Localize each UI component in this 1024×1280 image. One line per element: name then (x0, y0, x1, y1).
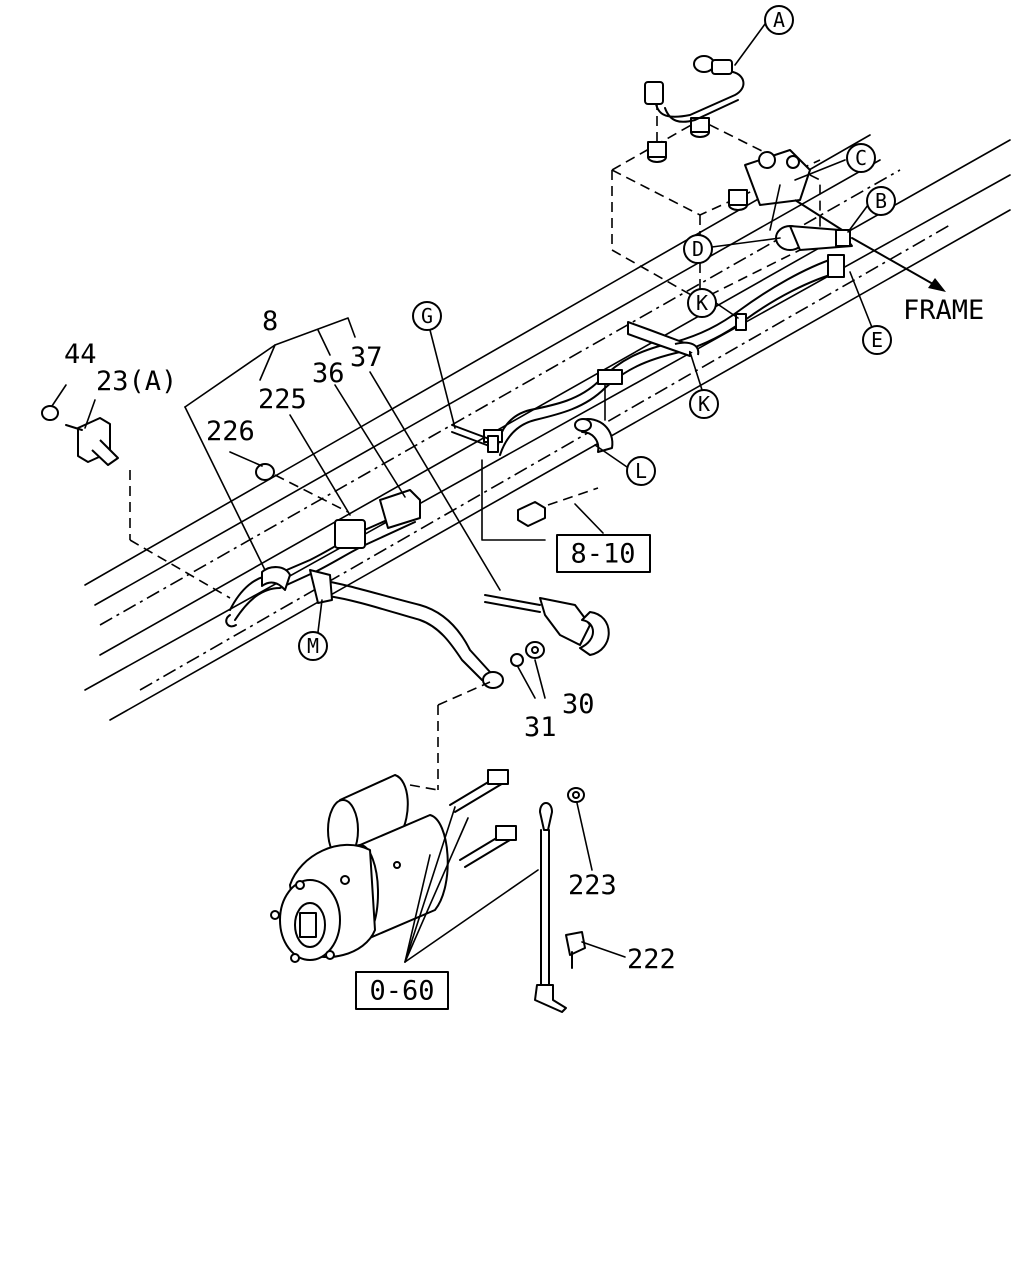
bracket-23a (41, 405, 275, 481)
callout-c: C (855, 146, 867, 170)
connector-block (481, 459, 599, 541)
cable-clip-bracket (627, 321, 700, 357)
starter-motor (270, 774, 449, 963)
main-battery-cable (483, 254, 845, 456)
ref-box-0-60: 0-60 (369, 976, 434, 1007)
frame-label: FRAME (903, 295, 984, 326)
callout-k-upper: K (696, 291, 708, 315)
ref-box-0-60-frame (355, 971, 449, 1010)
part-31-label: 31 (524, 712, 557, 743)
part-223-label: 223 (568, 870, 617, 901)
ref-box-8-10: 8-10 (570, 539, 635, 570)
frame-rails (84, 134, 1011, 721)
callout-circles (298, 5, 896, 661)
part-226-label: 226 (206, 416, 255, 447)
part-225-label: 225 (258, 384, 307, 415)
part-37-label: 37 (350, 342, 383, 373)
assembly-lines (129, 470, 491, 791)
part-8-label: 8 (262, 306, 278, 337)
starter-studs (449, 769, 517, 868)
frame-arrow (851, 237, 946, 292)
part-30-label: 30 (562, 689, 595, 720)
battery-switch-assembly (744, 149, 853, 251)
callout-e: E (871, 328, 883, 352)
ground-cable-222 (534, 787, 586, 1013)
callout-a: A (773, 8, 785, 32)
part-44-label: 44 (64, 339, 97, 370)
callout-m: M (307, 634, 319, 658)
callout-k-lower: K (698, 392, 710, 416)
callout-b: B (875, 189, 887, 213)
callout-g: G (421, 304, 433, 328)
callout-l: L (635, 459, 647, 483)
cable-clamp-37 (484, 594, 610, 656)
leader-lines (51, 23, 874, 963)
clamp-l (574, 384, 614, 453)
part-36-label: 36 (312, 358, 345, 389)
callout-d: D (692, 237, 704, 261)
nut-washer (510, 641, 545, 667)
part-222-label: 222 (627, 944, 676, 975)
part-23a-label: 23(A) (96, 366, 177, 397)
battery-box (611, 100, 821, 301)
battery-cable-a (644, 55, 745, 123)
ground-strap (309, 569, 504, 689)
ref-box-8-10-frame (556, 534, 651, 573)
bolt-g (451, 424, 499, 453)
